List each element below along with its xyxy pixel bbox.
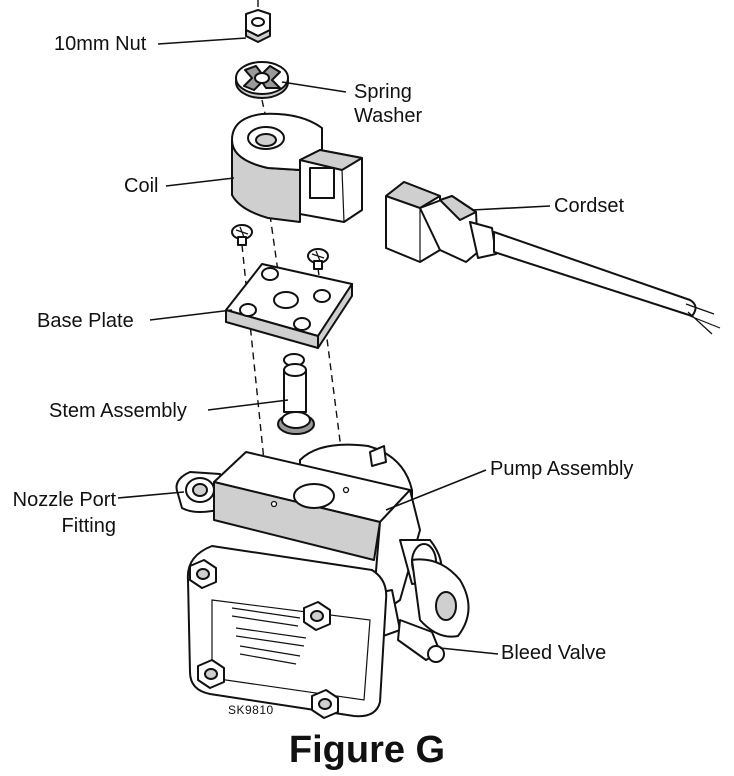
label-10mm-nut: 10mm Nut xyxy=(54,33,147,55)
leader-base-plate xyxy=(149,309,233,321)
label-nozzle-port-line2: Fitting xyxy=(61,515,116,537)
leader-nozzle-port xyxy=(117,491,185,499)
coil-part xyxy=(231,112,363,223)
label-spring-washer-line1: Spring xyxy=(354,81,412,103)
label-bleed-valve: Bleed Valve xyxy=(501,642,607,664)
figure-caption: Figure G xyxy=(288,729,446,771)
leader-stem-assembly xyxy=(207,399,289,411)
screw-right xyxy=(307,248,329,270)
label-spring-washer-line2: Washer xyxy=(354,105,423,127)
cover-bolt xyxy=(311,689,339,719)
leader-spring-washer xyxy=(281,81,347,93)
cover-bolt xyxy=(189,559,217,589)
label-coil: Coil xyxy=(124,175,159,197)
nameplate-lettering xyxy=(231,607,307,665)
pump-assembly-part xyxy=(175,443,470,719)
leader-cordset xyxy=(471,205,551,211)
label-pump-assembly: Pump Assembly xyxy=(490,458,634,480)
stem-assembly-part xyxy=(277,353,315,435)
leader-bleed-valve xyxy=(439,647,499,655)
label-cordset: Cordset xyxy=(554,195,625,217)
cordset-part xyxy=(385,181,721,335)
leader-pump-assembly xyxy=(385,469,487,511)
cover-bolt xyxy=(197,659,225,689)
base-plate-part xyxy=(225,263,353,349)
drawing-code: SK9810 xyxy=(228,703,274,717)
label-stem-assembly: Stem Assembly xyxy=(49,400,187,422)
center-axis-coil-plate xyxy=(269,214,283,301)
label-nozzle-port-line1: Nozzle Port xyxy=(12,489,116,511)
label-base-plate: Base Plate xyxy=(37,310,134,332)
cover-bolt xyxy=(303,601,331,631)
spring-washer-part xyxy=(235,61,289,99)
leader-coil xyxy=(165,177,235,187)
nut-part xyxy=(245,9,271,43)
leader-nut xyxy=(157,37,247,45)
screw-left xyxy=(231,224,253,246)
